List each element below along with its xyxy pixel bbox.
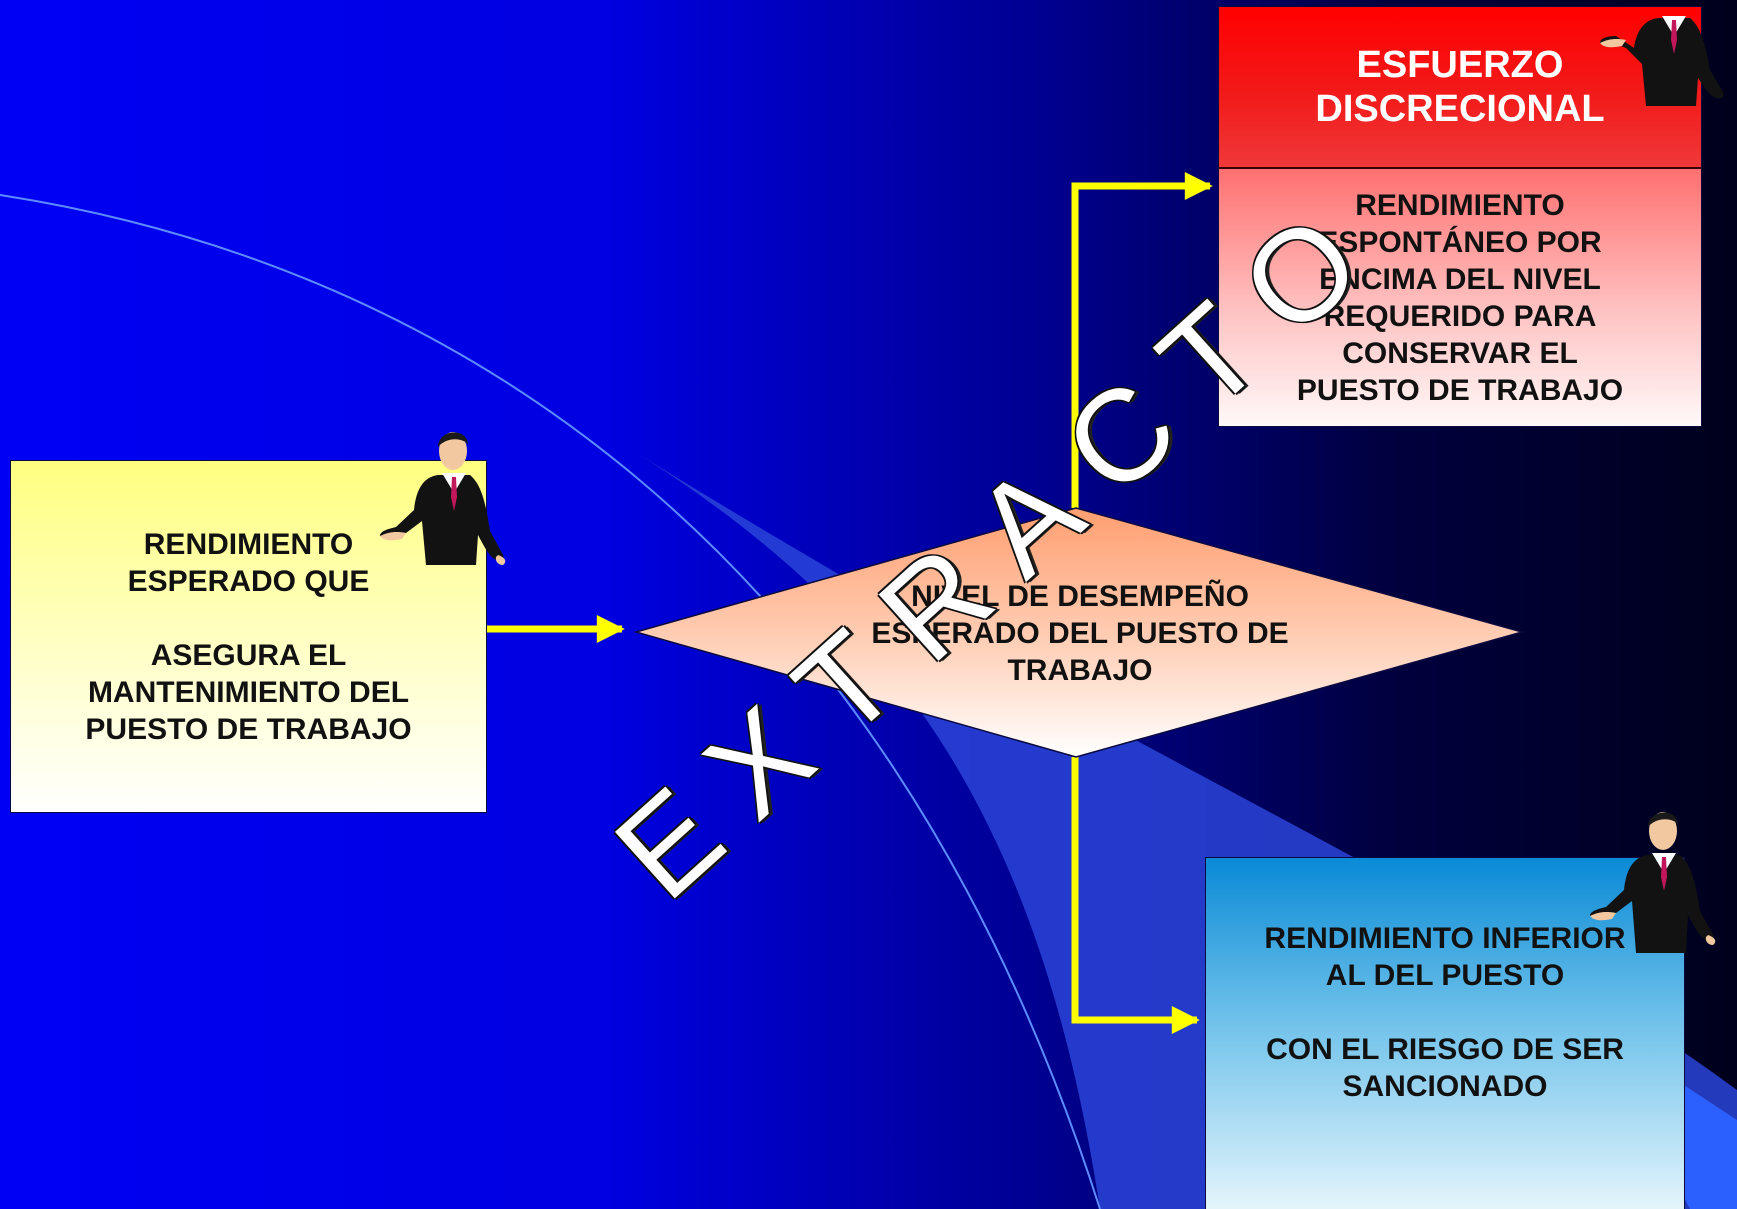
expected-performance-text-2: ASEGURA EL MANTENIMIENTO DEL PUESTO DE T… bbox=[85, 638, 412, 746]
discretionary-effort-title: ESFUERZO DISCRECIONAL bbox=[1315, 44, 1605, 130]
arrow-decision-to-bottom bbox=[1071, 757, 1200, 1034]
below-performance-text-1: RENDIMIENTO INFERIOR AL DEL PUESTO bbox=[1264, 921, 1626, 992]
discretionary-effort-box: RENDIMIENTO ESPONTÁNEO POR ENCIMA DEL NI… bbox=[1218, 169, 1702, 427]
arrow-decision-to-top bbox=[1071, 172, 1213, 508]
businessman-pointing-icon bbox=[1590, 812, 1716, 953]
businessman-pointing-icon bbox=[1600, 16, 1724, 106]
below-performance-text-2: CON EL RIESGO DE SER SANCIONADO bbox=[1266, 1032, 1624, 1103]
expected-performance-text-1: RENDIMIENTO ESPERADO QUE bbox=[127, 527, 370, 598]
discretionary-effort-header: ESFUERZO DISCRECIONAL bbox=[1218, 6, 1702, 169]
decision-text: NIVEL DE DESEMPEÑO ESPERADO DEL PUESTO D… bbox=[871, 580, 1289, 687]
businessman-pointing-icon bbox=[380, 432, 506, 565]
expected-performance-box: RENDIMIENTO ESPERADO QUE ASEGURA EL MANT… bbox=[10, 460, 487, 813]
discretionary-effort-text: RENDIMIENTO ESPONTÁNEO POR ENCIMA DEL NI… bbox=[1296, 188, 1624, 407]
